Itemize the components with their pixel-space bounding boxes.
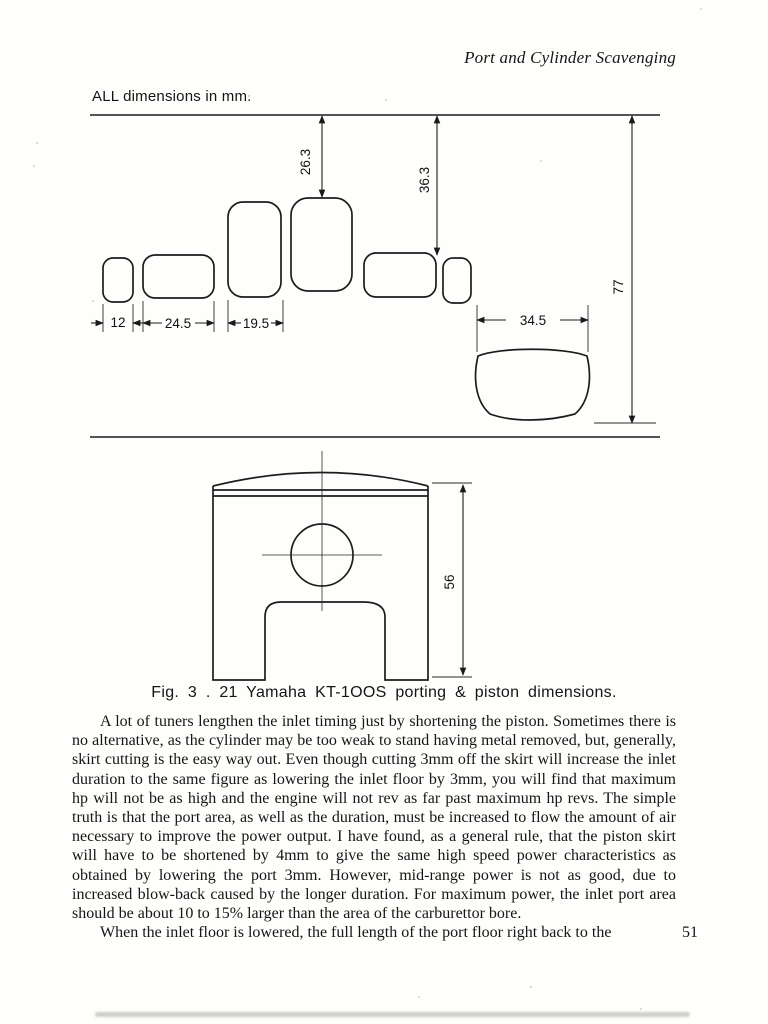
dim-label-26-3: 26.3 [298, 149, 313, 175]
piston-crown [212, 471, 429, 487]
port-outline [442, 257, 472, 304]
port-outline [227, 201, 282, 298]
port-layout-drawing [102, 197, 591, 421]
reference-lines [90, 114, 660, 438]
dimensions-note: ALL dimensions in mm. [92, 88, 252, 105]
port-outline [363, 252, 437, 298]
dim-label-36-3: 36.3 [417, 167, 432, 193]
page-number: 51 [682, 924, 698, 942]
running-header: Port and Cylinder Scavenging [464, 48, 676, 67]
dim-label-77: 77 [611, 279, 626, 294]
scan-edge-artifact [95, 1012, 690, 1017]
body-text: A lot of tuners lengthen the inlet timin… [72, 712, 698, 942]
dim-label-19-5: 19.5 [243, 316, 269, 331]
dim-label-56: 56 [442, 574, 457, 589]
piston-skirt [212, 486, 429, 681]
port-outline [102, 257, 134, 303]
vertical-dimensions: 26.3 36.3 77 [298, 115, 656, 424]
dim-label-24-5: 24.5 [165, 316, 191, 331]
piston-drawing: 56 [212, 451, 472, 681]
paragraph-2: When the inlet floor is lowered, the ful… [100, 924, 612, 942]
dim-label-34-5: 34.5 [520, 313, 546, 328]
dim-label-12: 12 [110, 315, 125, 330]
port-outline [142, 254, 215, 299]
horizontal-dimensions: 12 24.5 19.5 34.5 [91, 300, 589, 352]
technical-drawing: 26.3 36.3 77 12 24.5 19.5 [90, 114, 660, 681]
figure-caption: Fig. 3 . 21 Yamaha KT-1OOS porting & pis… [151, 684, 617, 701]
inlet-port-outline [474, 348, 591, 421]
port-outline [290, 197, 353, 292]
paragraph-2-row: When the inlet floor is lowered, the ful… [72, 923, 698, 942]
paragraph-1: A lot of tuners lengthen the inlet timin… [72, 713, 676, 923]
scan-specks [0, 0, 2, 2]
